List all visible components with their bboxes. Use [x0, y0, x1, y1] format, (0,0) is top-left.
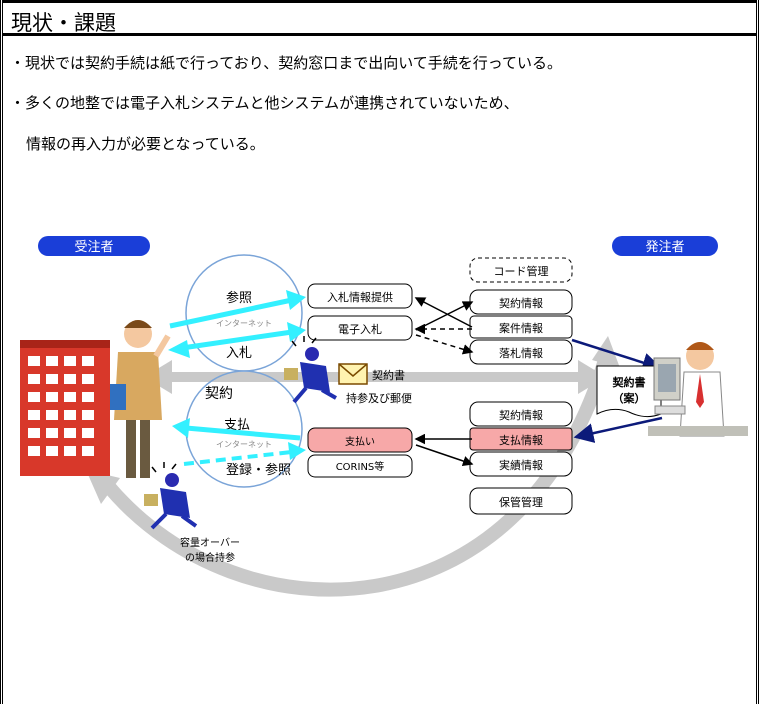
- courier-person-bottom-icon: [144, 462, 198, 530]
- system-payment: 支払い: [307, 427, 413, 453]
- bullet-line-3: 情報の再入力が必要となっている。: [26, 135, 265, 153]
- svg-text:実績情報: 実績情報: [499, 458, 543, 472]
- internet-top-label: インターネット: [216, 319, 272, 328]
- bullet-line-1: ・現状では契約手続は紙で行っており、契約窓口まで出向いて手続を行っている。: [10, 54, 563, 72]
- courier-person-icon: [284, 336, 337, 404]
- register-reference-label: 登録・参照: [226, 462, 291, 478]
- system-corins: CORINS等: [307, 454, 413, 478]
- svg-text:落札情報: 落札情報: [499, 347, 543, 360]
- orderer-stack-top: 契約情報 案件情報 落札情報: [469, 289, 573, 365]
- envelope-icon: [338, 363, 368, 385]
- svg-text:保管管理: 保管管理: [499, 495, 543, 509]
- svg-text:契約情報: 契約情報: [499, 408, 543, 422]
- contractor-building-icon: [20, 340, 110, 476]
- payment-arrow: [172, 418, 301, 441]
- link-bidinfo-case: [414, 297, 473, 328]
- svg-text:支払情報: 支払情報: [499, 433, 543, 447]
- contract-doc-label: 契約書: [372, 368, 405, 382]
- contractor-person-icon: [110, 320, 171, 478]
- navy-arrow-orderer-to-payinfo: [573, 416, 663, 443]
- system-e-bidding: 電子入札: [307, 315, 413, 341]
- draft-contract-document: 契約書 （案）: [596, 365, 662, 418]
- bidding-arrow: [168, 322, 306, 358]
- reference-arrow: [169, 290, 306, 329]
- orderer-stack-bottom: 契約情報 支払情報 実績情報 保管管理: [469, 401, 573, 515]
- system-bid-info: 入札情報提供: [307, 283, 413, 309]
- svg-text:契約情報: 契約情報: [499, 296, 543, 310]
- register-arrow: [183, 442, 306, 466]
- contractor-label: 受注者: [74, 240, 113, 255]
- link-pay-results: [415, 444, 474, 467]
- svg-text:電子入札: 電子入札: [338, 323, 382, 336]
- orderer-person-computer-icon: [648, 342, 748, 437]
- svg-text:案件情報: 案件情報: [499, 321, 543, 335]
- svg-text:入札情報提供: 入札情報提供: [327, 290, 393, 304]
- contractor-badge: 受注者: [38, 236, 150, 256]
- link-ebid-award-dashed: [415, 334, 474, 355]
- orderer-badge: 発注者: [612, 236, 718, 256]
- payment-label: 支払: [224, 418, 250, 433]
- page-title: 現状・課題: [11, 11, 116, 35]
- navy-arrow-award-to-orderer: [571, 338, 663, 373]
- overflow-label-2: の場合持参: [185, 551, 235, 564]
- svg-text:CORINS等: CORINS等: [336, 460, 385, 473]
- svg-text:支払い: 支払い: [345, 435, 375, 448]
- bidding-label: 入札: [226, 346, 252, 361]
- code-management-box: コード管理: [469, 257, 573, 283]
- contract-label: 契約: [205, 386, 233, 402]
- return-arc-head-left: [86, 470, 120, 504]
- svg-text:コード管理: コード管理: [494, 264, 549, 278]
- internet-bottom-label: インターネット: [216, 440, 272, 449]
- orderer-label: 発注者: [645, 240, 684, 255]
- overflow-label-1: 容量オーバー: [180, 536, 240, 549]
- svg-text:契約書: 契約書: [612, 375, 646, 389]
- carry-mail-label: 持参及び郵便: [346, 391, 412, 405]
- bullet-line-2: ・多くの地整では電子入札システムと他システムが連携されていないため、: [10, 94, 519, 112]
- reference-label: 参照: [226, 290, 252, 306]
- title-bar: 現状・課題: [3, 0, 756, 36]
- svg-text:（案）: （案）: [613, 391, 646, 405]
- link-ebid-contract: [415, 301, 474, 331]
